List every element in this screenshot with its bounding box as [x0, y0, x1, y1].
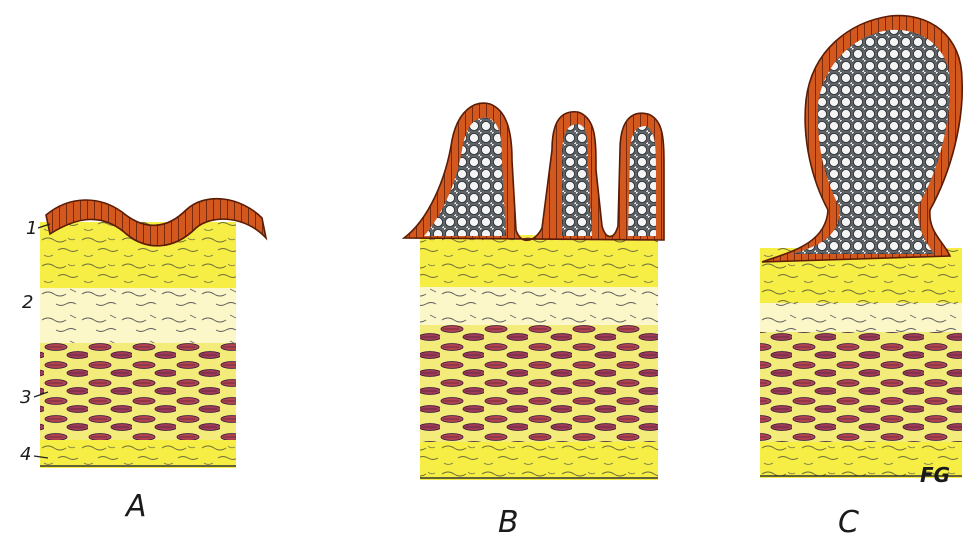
panel-b-layer-2-pale — [420, 285, 658, 325]
panel-c-layer-3 — [760, 330, 962, 442]
layer-label-4: 4 — [20, 444, 31, 465]
panel-a-layer-4 — [40, 438, 236, 468]
panel-b — [404, 103, 664, 480]
layer-label-2: 2 — [22, 292, 33, 313]
layer-label-1: 1 — [26, 218, 37, 239]
panel-b-layer-2-yellow — [420, 235, 658, 287]
panel-c-layer-2-pale — [760, 300, 962, 332]
panel-a-layer-2-pale — [40, 285, 236, 343]
layer-label-3: 3 — [20, 387, 31, 408]
panel-a-layer-3 — [40, 340, 236, 440]
panel-c-label: C — [838, 505, 859, 539]
panel-b-layer-4 — [420, 440, 658, 480]
panel-a — [40, 199, 266, 468]
panel-b-layer-3 — [420, 322, 658, 442]
panel-a-label: A — [124, 489, 147, 524]
panel-c — [760, 16, 962, 478]
panel-b-label: B — [498, 505, 519, 539]
artist-signature: FG — [920, 463, 950, 487]
